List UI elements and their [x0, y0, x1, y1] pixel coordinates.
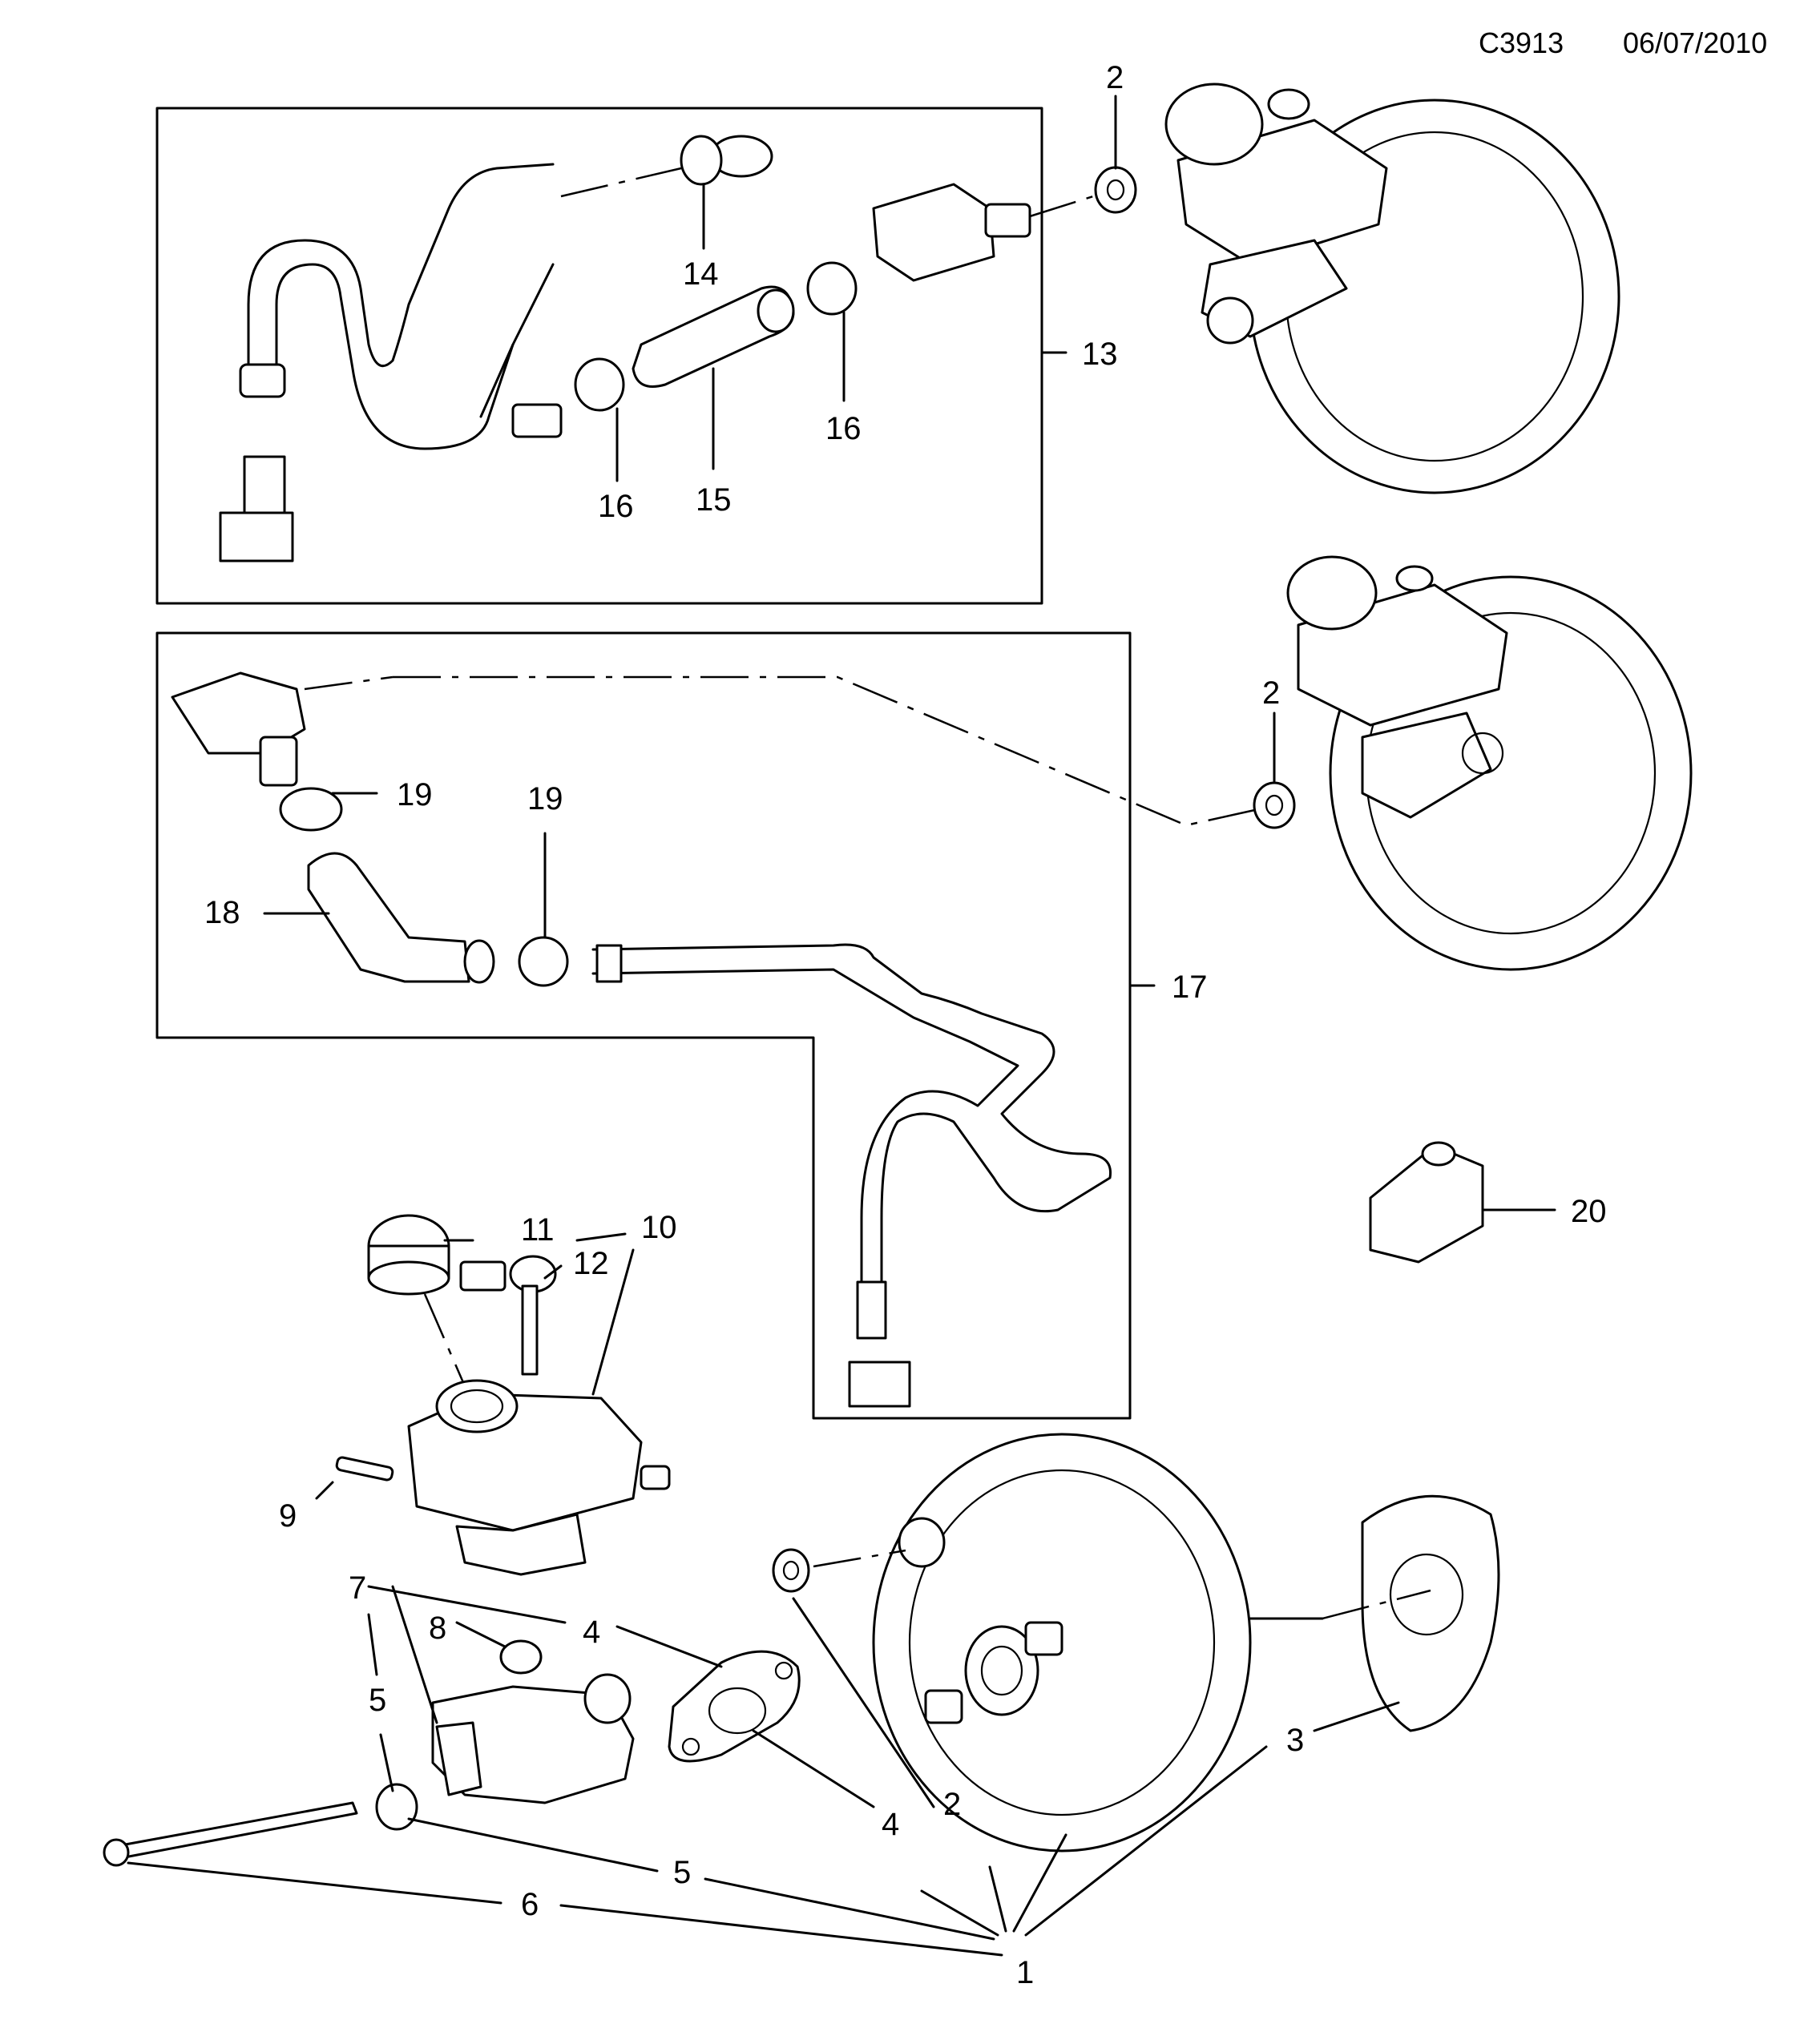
- callout-10: 10: [641, 1210, 677, 1245]
- gasket-4: [668, 1650, 801, 1763]
- callout-12: 12: [573, 1246, 609, 1281]
- gasket-3: [1361, 1494, 1500, 1732]
- callout-15: 15: [696, 482, 732, 518]
- callout-7: 7: [349, 1570, 366, 1606]
- brake-booster-assembly-upper: [1164, 83, 1620, 494]
- callout-2-middle: 2: [1262, 675, 1280, 711]
- hose-clip-14: [680, 135, 773, 186]
- seal-2-lower: [772, 1548, 810, 1593]
- callout-2-upper: 2: [1106, 60, 1124, 95]
- callout-5-lower: 5: [673, 1855, 691, 1890]
- clamp-16-left: [574, 357, 625, 412]
- callout-6: 6: [521, 1887, 539, 1922]
- callout-3: 3: [1286, 1723, 1304, 1758]
- diagram-date: 06/07/2010: [1623, 26, 1767, 59]
- level-sensor-12: [459, 1255, 557, 1376]
- reservoir-cap-11: [367, 1214, 450, 1296]
- callout-18: 18: [204, 895, 240, 930]
- callout-4-lower: 4: [882, 1807, 899, 1842]
- reservoir-10: [407, 1379, 671, 1576]
- group-17-box: [155, 631, 1156, 1420]
- brake-booster-assembly-middle: [1286, 555, 1693, 971]
- callout-labels: 2 14 13 16 16 15 2 19 19 18 17 20 11 10 …: [204, 60, 1607, 1990]
- vacuum-sensor-connector-13: [872, 183, 1031, 282]
- callout-17: 17: [1172, 970, 1208, 1005]
- callout-20: 20: [1571, 1194, 1607, 1229]
- leader-14-dash: [560, 167, 682, 198]
- callout-19-upper: 19: [397, 777, 433, 812]
- leader-seal-dash: [813, 1549, 906, 1568]
- leader-13-connector-dash: [1029, 191, 1107, 218]
- callout-13: 13: [1082, 337, 1118, 372]
- clamp-16-right: [806, 261, 858, 316]
- push-rod-6: [103, 1801, 358, 1867]
- callout-5-upper: 5: [369, 1683, 386, 1718]
- vacuum-pipe-17: [591, 943, 1112, 1408]
- callout-16-right: 16: [825, 411, 862, 446]
- seal-2-upper: [1094, 166, 1137, 214]
- vacuum-sensor-connector-17: [171, 671, 306, 787]
- vacuum-hose-13: [219, 163, 563, 562]
- master-cylinder-7: [431, 1673, 635, 1804]
- callout-1: 1: [1016, 1955, 1034, 1990]
- seal-2-middle: [1253, 781, 1296, 829]
- callout-2-lower: 2: [943, 1787, 961, 1822]
- leader-lines: [127, 95, 1400, 1957]
- bracket-20: [1369, 1141, 1556, 1264]
- callout-11: 11: [521, 1212, 555, 1248]
- callout-16-left: 16: [598, 489, 634, 524]
- leader-17-connector-dash-long: [393, 675, 1259, 827]
- brake-booster-1: [872, 1433, 1324, 1853]
- clamp-19-lower: [518, 936, 569, 987]
- diagram-code: C3913: [1479, 26, 1564, 59]
- hose-18: [307, 852, 495, 984]
- cap-8: [499, 1639, 543, 1675]
- pin-9: [335, 1456, 394, 1482]
- callout-8: 8: [429, 1611, 446, 1646]
- callout-14: 14: [683, 256, 719, 292]
- callout-19-lower: 19: [527, 781, 563, 816]
- leader-3-dash: [1322, 1589, 1431, 1620]
- callout-4-upper: 4: [583, 1615, 600, 1650]
- callout-9: 9: [279, 1498, 297, 1534]
- clamp-19-upper: [279, 787, 343, 832]
- leader-11-dash: [423, 1293, 466, 1387]
- leader-17-connector-dash: [304, 675, 393, 691]
- group-13-box: [155, 107, 1067, 605]
- check-valve-15: [632, 285, 795, 388]
- nut-5: [375, 1783, 418, 1831]
